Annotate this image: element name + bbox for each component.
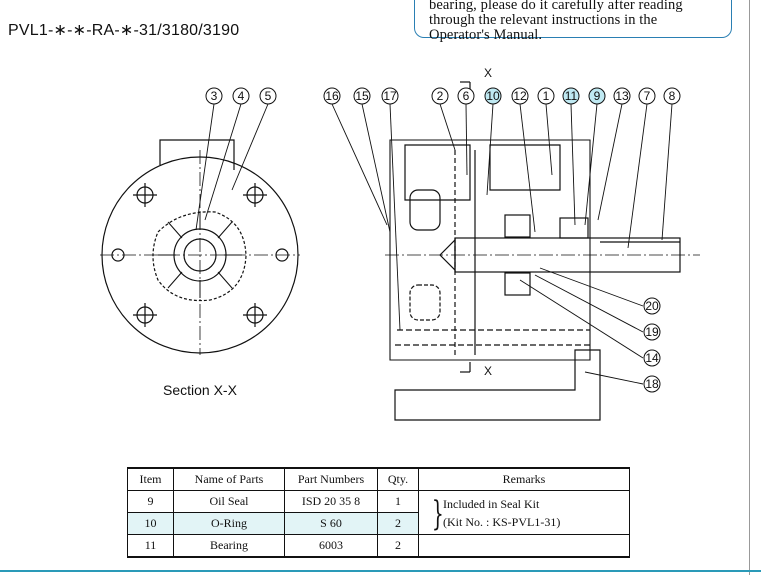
callout-12: 12 (513, 89, 527, 103)
vanes (158, 212, 242, 298)
remarks-line-2: (Kit No. : KS-PVL1-31) (443, 515, 561, 529)
page-border (749, 0, 750, 575)
table-header-row: Item Name of Parts Part Numbers Qty. Rem… (127, 467, 630, 491)
callouts-top: 16 15 17 2 6 10 12 1 11 9 13 7 8 (323, 87, 681, 105)
callout-15: 15 (355, 89, 369, 103)
bolt-holes (111, 183, 289, 327)
document-title: PVL1-∗-∗-RA-∗-31/3180/3190 (8, 22, 240, 39)
header-remarks: Remarks (418, 467, 630, 491)
cell-qty: 1 (377, 490, 419, 513)
table-row: 11 Bearing 6003 2 (127, 534, 630, 558)
remarks-line-1: Included in Seal Kit (443, 497, 540, 511)
section-view (100, 103, 300, 355)
callout-3: 3 (211, 89, 218, 103)
callout-5: 5 (265, 89, 272, 103)
callout-16: 16 (325, 89, 339, 103)
cell-item: 11 (127, 534, 174, 558)
table-row: 10 O-Ring S 60 2 (127, 512, 630, 535)
table-row: 9 Oil Seal ISD 20 35 8 1 } Included in S… (127, 490, 630, 535)
header-name: Name of Parts (173, 467, 285, 491)
section-x-bottom: X (484, 364, 492, 378)
note-line-2: through the relevant instructions in the (429, 12, 658, 28)
cell-remarks-empty (418, 534, 630, 558)
callouts-right: 20 19 14 18 (643, 297, 661, 393)
callout-1: 1 (543, 89, 550, 103)
callout-10: 10 (486, 89, 500, 103)
note-line-3: Operator's Manual. (429, 27, 543, 43)
callout-14: 14 (645, 351, 659, 365)
cell-part: S 60 (284, 512, 378, 535)
header-part-number: Part Numbers (284, 467, 378, 491)
header-qty: Qty. (377, 467, 419, 491)
section-x-top: X (484, 66, 492, 80)
cell-qty: 2 (377, 534, 419, 558)
side-view (331, 81, 700, 421)
footer-rule (0, 570, 761, 572)
cell-item: 10 (127, 512, 174, 535)
callout-9: 9 (594, 89, 601, 103)
note-box: bearing, please do it carefully after re… (414, 0, 732, 43)
callout-6: 6 (463, 89, 470, 103)
callout-13: 13 (615, 89, 629, 103)
brace-glyph: } (431, 494, 444, 534)
cell-part: 6003 (284, 534, 378, 558)
top-boss (159, 139, 235, 170)
callout-2: 2 (437, 89, 444, 103)
callout-19: 19 (645, 325, 659, 339)
callouts-left: 3 4 5 (205, 87, 277, 105)
header-item: Item (127, 467, 174, 491)
cell-item: 9 (127, 490, 174, 513)
callout-11: 11 (565, 89, 578, 103)
parts-table: Item Name of Parts Part Numbers Qty. Rem… (127, 467, 630, 558)
cell-name: Oil Seal (173, 490, 285, 513)
cell-part: ISD 20 35 8 (284, 490, 378, 513)
cell-name: Bearing (173, 534, 285, 558)
section-label: Section X-X (163, 382, 237, 398)
cell-name: O-Ring (173, 512, 285, 535)
callout-18: 18 (645, 377, 659, 391)
callout-17: 17 (383, 89, 397, 103)
callout-20: 20 (645, 299, 659, 313)
callout-7: 7 (644, 89, 651, 103)
cell-remarks: } Included in Seal Kit (Kit No. : KS-PVL… (418, 490, 630, 535)
callout-4: 4 (238, 89, 245, 103)
callout-8: 8 (669, 89, 676, 103)
note-line-1: bearing, please do it carefully after re… (429, 0, 683, 13)
cell-qty: 2 (377, 512, 419, 535)
